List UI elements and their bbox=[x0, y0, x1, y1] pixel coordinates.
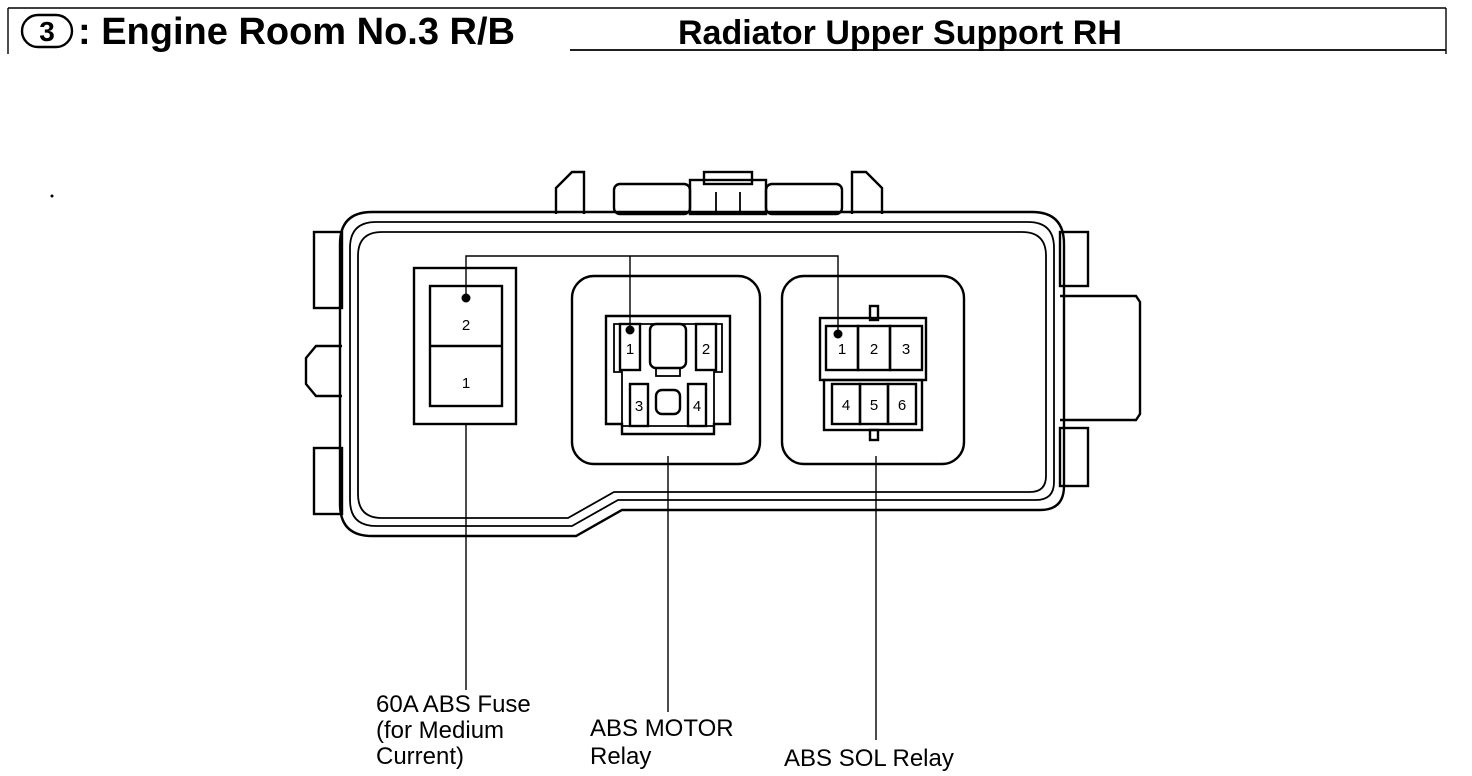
fuse-callout-line-2: (for Medium bbox=[376, 717, 504, 744]
motor-relay-callout-line-1: ABS MOTOR bbox=[590, 715, 734, 742]
sol-relay-pin-1: 1 bbox=[838, 341, 846, 358]
connection-bus bbox=[461, 255, 843, 339]
sol-relay-pin-6: 6 bbox=[898, 397, 906, 414]
section-number: 3 bbox=[39, 16, 55, 47]
sol-relay-pin-3: 3 bbox=[902, 341, 910, 358]
sol-relay-pin-2: 2 bbox=[870, 341, 878, 358]
motor-relay-terminal-dot bbox=[625, 325, 635, 335]
fuse-callout-line-1: 60A ABS Fuse bbox=[376, 691, 531, 718]
fuse-pin-1: 1 bbox=[462, 375, 470, 392]
fuse-terminal-dot bbox=[461, 293, 471, 303]
sol-relay-pin-5: 5 bbox=[870, 397, 878, 414]
motor-relay-pin-3: 3 bbox=[635, 398, 643, 415]
leader-lines bbox=[465, 424, 877, 740]
motor-relay-pin-2: 2 bbox=[702, 341, 710, 358]
sol-relay-callout: ABS SOL Relay bbox=[784, 745, 954, 772]
sol-relay-terminal-dot bbox=[833, 329, 843, 339]
section-number-badge: 3 bbox=[20, 13, 74, 49]
stray-dot bbox=[50, 194, 54, 198]
abs-motor-relay: 1 2 3 4 bbox=[570, 274, 762, 466]
fuse-callout-line-3: Current) bbox=[376, 743, 464, 770]
abs-sol-relay: 1 2 3 4 5 6 bbox=[780, 274, 966, 466]
relay-block-housing bbox=[304, 170, 1142, 538]
page-title: : Engine Room No.3 R/B bbox=[78, 11, 515, 53]
page-subtitle: Radiator Upper Support RH bbox=[678, 14, 1122, 52]
motor-relay-callout-line-2: Relay bbox=[590, 743, 651, 770]
header-frame bbox=[7, 7, 1447, 54]
motor-relay-pin-4: 4 bbox=[693, 398, 701, 415]
motor-relay-pin-1: 1 bbox=[626, 341, 634, 358]
fuse-pin-2: 2 bbox=[462, 317, 470, 334]
sol-relay-pin-4: 4 bbox=[842, 397, 850, 414]
abs-fuse: 2 1 bbox=[412, 266, 518, 426]
